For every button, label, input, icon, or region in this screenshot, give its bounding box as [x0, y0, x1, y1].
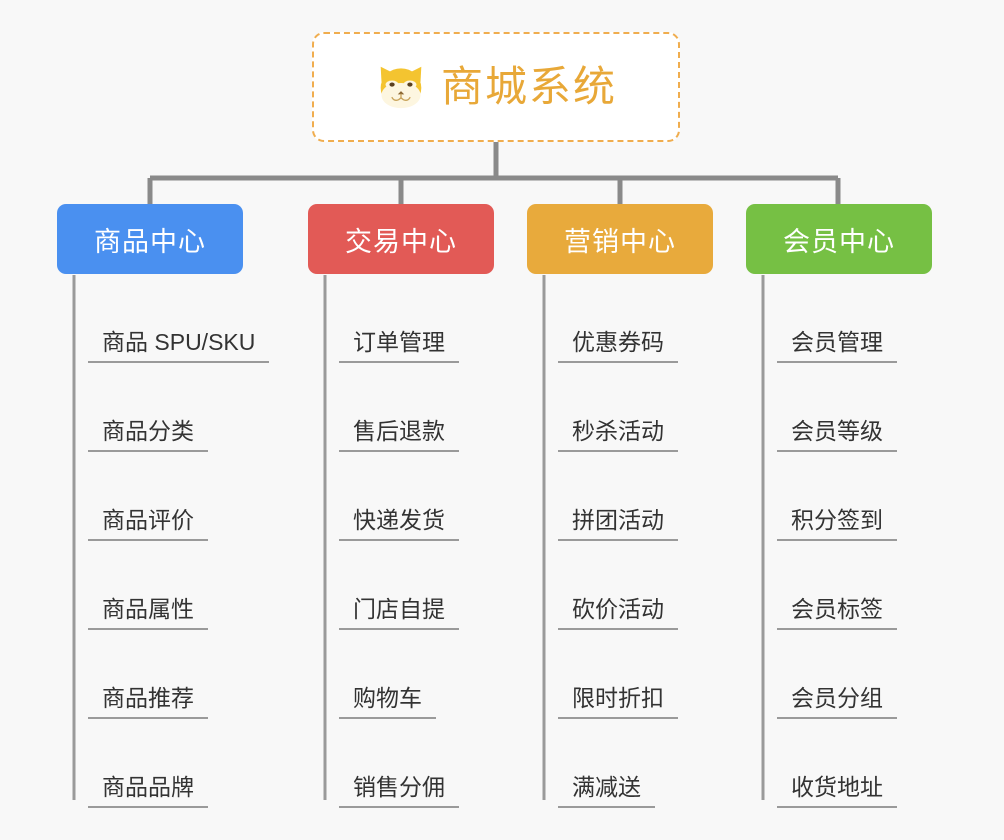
list-item[interactable]: 积分签到 — [746, 452, 968, 541]
list-item[interactable]: 商品 SPU/SKU — [57, 274, 295, 363]
leaf-label: 订单管理 — [339, 329, 459, 363]
leaf-label: 门店自提 — [339, 596, 459, 630]
leaf-label: 购物车 — [339, 685, 436, 719]
root-title: 商城系统 — [440, 63, 617, 110]
leaf-label: 满减送 — [558, 774, 655, 808]
leaf-label: 优惠券码 — [558, 329, 678, 363]
shiba-dog-face-icon — [380, 66, 422, 109]
leaf-label: 商品分类 — [88, 418, 208, 452]
list-item[interactable]: 会员分组 — [746, 630, 968, 719]
list-item[interactable]: 销售分佣 — [308, 719, 538, 808]
list-item[interactable]: 满减送 — [527, 719, 749, 808]
list-item[interactable]: 会员管理 — [746, 274, 968, 363]
branch-leaf-list-product: 商品 SPU/SKU 商品分类 商品评价 商品属性 商品推荐 商品品牌 — [57, 274, 295, 808]
leaf-label: 商品品牌 — [88, 774, 208, 808]
branch-leaf-list-marketing: 优惠券码 秒杀活动 拼团活动 砍价活动 限时折扣 满减送 — [527, 274, 749, 808]
list-item[interactable]: 商品推荐 — [57, 630, 295, 719]
list-item[interactable]: 优惠券码 — [527, 274, 749, 363]
leaf-label: 收货地址 — [777, 774, 897, 808]
branch-column-marketing: 营销中心 优惠券码 秒杀活动 拼团活动 砍价活动 限时折扣 — [527, 204, 749, 808]
list-item[interactable]: 商品分类 — [57, 363, 295, 452]
leaf-label: 快递发货 — [339, 507, 459, 541]
list-item[interactable]: 限时折扣 — [527, 630, 749, 719]
list-item[interactable]: 订单管理 — [308, 274, 538, 363]
list-item[interactable]: 砍价活动 — [527, 541, 749, 630]
leaf-label: 会员等级 — [777, 418, 897, 452]
branch-header-member[interactable]: 会员中心 — [746, 204, 932, 274]
list-item[interactable]: 秒杀活动 — [527, 363, 749, 452]
branch-header-label: 营销中心 — [564, 226, 676, 257]
list-item[interactable]: 商品属性 — [57, 541, 295, 630]
branch-header-trade[interactable]: 交易中心 — [308, 204, 494, 274]
leaf-label: 会员管理 — [777, 329, 897, 363]
list-item[interactable]: 拼团活动 — [527, 452, 749, 541]
leaf-label: 拼团活动 — [558, 507, 678, 541]
leaf-label: 商品评价 — [88, 507, 208, 541]
branch-leaf-list-trade: 订单管理 售后退款 快递发货 门店自提 购物车 销售分佣 — [308, 274, 538, 808]
list-item[interactable]: 购物车 — [308, 630, 538, 719]
branch-leaf-list-member: 会员管理 会员等级 积分签到 会员标签 会员分组 收货地址 — [746, 274, 968, 808]
list-item[interactable]: 快递发货 — [308, 452, 538, 541]
branch-column-product: 商品中心 商品 SPU/SKU 商品分类 商品评价 商品属性 商品推荐 — [57, 204, 295, 808]
leaf-label: 商品 SPU/SKU — [88, 329, 270, 363]
branch-column-trade: 交易中心 订单管理 售后退款 快递发货 门店自提 购物车 — [308, 204, 538, 808]
branch-header-label: 会员中心 — [783, 226, 895, 257]
branch-header-label: 商品中心 — [94, 226, 206, 257]
leaf-label: 会员分组 — [777, 685, 897, 719]
branch-header-product[interactable]: 商品中心 — [57, 204, 243, 274]
branch-column-member: 会员中心 会员管理 会员等级 积分签到 会员标签 会员分组 — [746, 204, 968, 808]
leaf-label: 销售分佣 — [339, 774, 459, 808]
list-item[interactable]: 售后退款 — [308, 363, 538, 452]
list-item[interactable]: 门店自提 — [308, 541, 538, 630]
leaf-label: 限时折扣 — [558, 685, 678, 719]
list-item[interactable]: 商品品牌 — [57, 719, 295, 808]
leaf-label: 售后退款 — [339, 418, 459, 452]
leaf-label: 砍价活动 — [558, 596, 678, 630]
root-node[interactable]: 商城系统 — [312, 32, 680, 142]
list-item[interactable]: 会员等级 — [746, 363, 968, 452]
leaf-label: 商品推荐 — [88, 685, 208, 719]
branch-header-marketing[interactable]: 营销中心 — [527, 204, 713, 274]
leaf-label: 会员标签 — [777, 596, 897, 630]
branch-header-label: 交易中心 — [345, 226, 457, 257]
list-item[interactable]: 商品评价 — [57, 452, 295, 541]
list-item[interactable]: 收货地址 — [746, 719, 968, 808]
leaf-label: 商品属性 — [88, 596, 208, 630]
leaf-label: 积分签到 — [777, 507, 897, 541]
leaf-label: 秒杀活动 — [558, 418, 678, 452]
list-item[interactable]: 会员标签 — [746, 541, 968, 630]
